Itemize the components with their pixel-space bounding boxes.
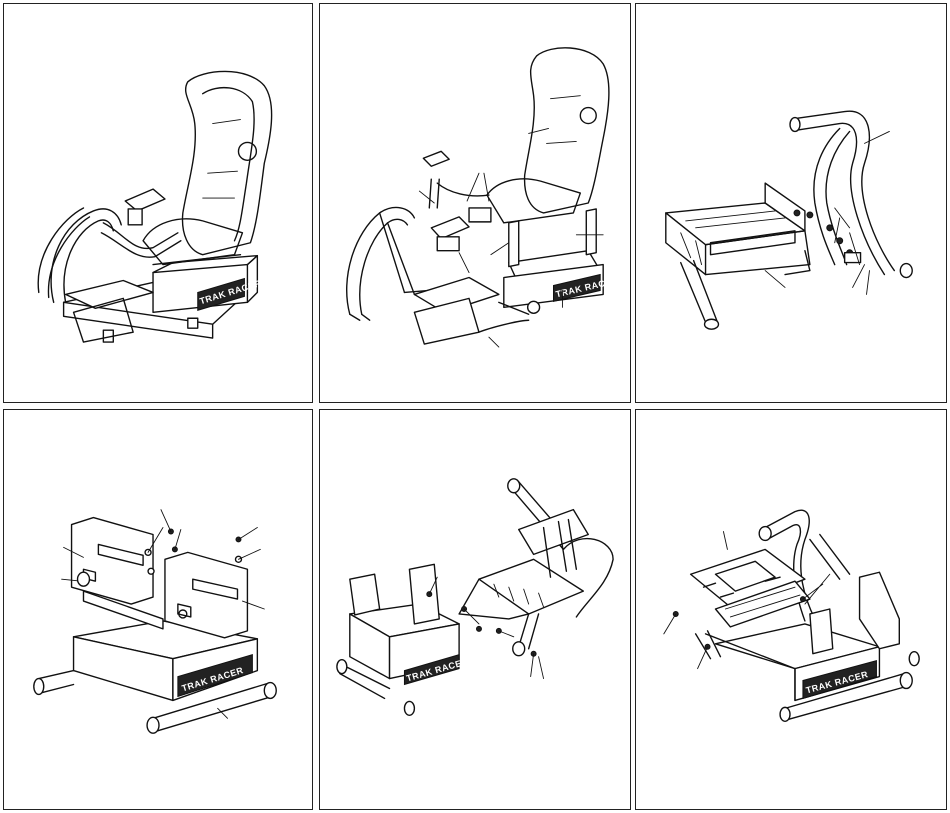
exploded-cockpit-drawing: TRAK RACER <box>320 4 630 402</box>
hardware-block <box>469 208 491 222</box>
wheel-mount-block-exploded <box>437 237 459 251</box>
wheel-plate-mount-drawing: TRAK RACER <box>636 410 946 809</box>
base-tube-left <box>39 671 74 694</box>
base-tube-end <box>705 319 719 329</box>
seat-back-exploded <box>525 48 609 213</box>
seat-bracket-6b <box>860 572 900 649</box>
base-tube-end <box>528 301 540 313</box>
pedal-tray-exploded <box>414 298 479 344</box>
bucket-seat-back <box>183 71 272 254</box>
seat-bracket-right <box>165 552 247 637</box>
panel-step-6: TRAK RACER <box>635 409 947 810</box>
frame-cross-plate <box>519 510 589 555</box>
frame-seat-tray-drawing <box>636 4 946 402</box>
panel-step-4: TRAK RACER <box>3 409 313 810</box>
frame-tube-end <box>508 479 520 493</box>
foot-right <box>188 318 198 328</box>
seat-bracket-6a <box>810 609 833 654</box>
seat-bracket-right <box>586 209 596 255</box>
base-to-frame-drawing: TRAK RACER <box>320 410 630 809</box>
upright-tube-top <box>795 111 894 270</box>
wheel-mount-block <box>128 209 142 225</box>
wheel-mount-plate <box>125 189 165 211</box>
wheel-arm <box>103 223 178 249</box>
panel-step-2: TRAK RACER <box>319 3 631 403</box>
wheel-mount-plate-exploded <box>431 217 469 239</box>
upright-tube-exploded <box>347 208 415 315</box>
tube-end-top <box>790 118 800 132</box>
panel-step-1: TRAK RACER <box>3 3 313 403</box>
bracket-right-5 <box>409 564 439 624</box>
panel-step-3 <box>635 3 947 403</box>
bracket-knob <box>78 572 90 586</box>
assembled-cockpit-drawing: TRAK RACER <box>4 4 312 402</box>
seat-brackets-drawing: TRAK RACER <box>4 410 312 809</box>
panel-step-5: TRAK RACER <box>319 409 631 810</box>
shifter-plate <box>423 151 449 166</box>
bracket-left-5 <box>350 574 380 615</box>
tube-end-right <box>900 264 912 278</box>
seat-bracket-left <box>509 221 519 267</box>
